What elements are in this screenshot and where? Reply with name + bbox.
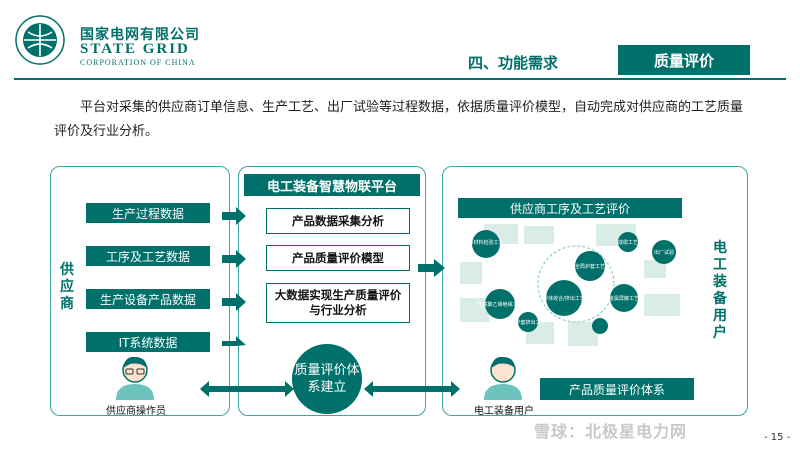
quality-system-label: 产品质量评价体系 <box>540 378 694 400</box>
mid-to-right-arrow <box>418 259 445 277</box>
equipment-user-icon <box>484 356 522 400</box>
diagram-node-4: 交联聚乙烯绝缘工艺 <box>477 301 522 308</box>
logo-english-name: STATE GRID <box>80 41 190 57</box>
user-vertical-label: 电工装备用户 <box>713 240 727 341</box>
supplier-operator-label: 供应商操作员 <box>106 406 166 417</box>
diagram-node-1: 原材料检验工艺 <box>468 239 503 246</box>
right-panel-title: 供应商工序及工艺评价 <box>458 198 682 218</box>
mid-box-quality-model: 产品质量评价模型 <box>266 245 410 271</box>
process-evaluation-diagram: 原材料检验工艺 全局护套工艺 出厂试验 交联聚乙烯绝缘工艺 导体绞合/挤出工艺 … <box>460 224 680 346</box>
left-item-process-data: 工序及工艺数据 <box>86 246 210 266</box>
diagram-node-8: 成缆工艺 <box>618 239 638 246</box>
left-item-equipment-data: 生产设备产品数据 <box>86 289 210 309</box>
page-number: - 15 - <box>764 432 791 443</box>
equipment-user-label: 电工装备用户 <box>474 406 534 417</box>
left-to-mid-arrows <box>222 207 246 346</box>
mid-box-data-collection: 产品数据采集分析 <box>266 208 410 234</box>
diagram-node-2: 全局护套工艺 <box>575 263 605 270</box>
diagram-node-5: 导体绞合/挤出工艺 <box>543 295 585 302</box>
right-bidirectional-arrow <box>364 381 460 397</box>
mid-box-big-data-analysis: 大数据实现生产质量评价与行业分析 <box>266 283 410 323</box>
section-title: 四、功能需求 <box>468 54 559 72</box>
supplier-label: 供应商 <box>60 262 74 312</box>
logo-english-subtitle: CORPORATION OF CHINA <box>80 58 196 67</box>
left-item-it-data: IT系统数据 <box>86 332 210 352</box>
watermark: 雪球：北极星电力网 <box>534 422 688 441</box>
intro-paragraph: 平台对采集的供应商订单信息、生产工艺、出厂试验等过程数据，依据质量评价模型，自动… <box>54 100 744 139</box>
diagram-node-7: 外护套挤出工艺 <box>510 319 545 326</box>
left-bidirectional-arrow <box>200 381 294 397</box>
section-badge: 质量评价 <box>618 45 750 75</box>
logo-chinese-name: 国家电网有限公司 <box>80 27 200 43</box>
diagram-node-3: 出厂试验 <box>654 249 674 256</box>
left-item-production-data: 生产过程数据 <box>86 203 210 223</box>
header-divider <box>14 78 786 80</box>
diagram-node-6: 金属屏蔽工艺 <box>609 295 639 302</box>
platform-title: 电工装备智慧物联平台 <box>244 174 420 196</box>
state-grid-logo-icon <box>15 15 65 65</box>
quality-system-circle: 质量评价体系建立 <box>292 344 362 414</box>
supplier-operator-icon <box>116 356 154 400</box>
